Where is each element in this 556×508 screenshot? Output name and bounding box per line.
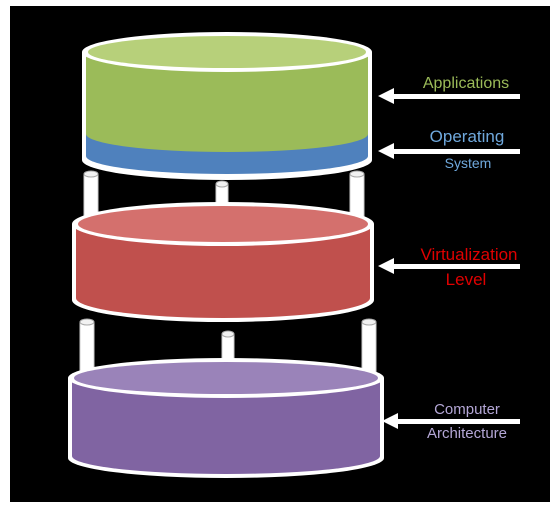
pillar-center-lower — [221, 333, 235, 361]
operating-label: Operating — [429, 127, 505, 146]
virtualization-label: Virtualization — [420, 245, 518, 264]
cylinder-virtualization — [72, 202, 374, 322]
virtualization-band — [76, 224, 370, 318]
level-label: Level — [445, 270, 487, 289]
applications-label: Applications — [422, 75, 510, 92]
cylinder-computer-architecture — [68, 358, 384, 478]
computer-architecture-top — [74, 362, 378, 394]
computer-label: Computer — [434, 401, 500, 418]
arrow-applications-icon — [378, 88, 520, 104]
connector-pillars-lower — [79, 318, 377, 375]
arrow-virtualization-icon — [378, 258, 520, 274]
applications-band — [86, 52, 368, 152]
system-label: System — [444, 155, 492, 171]
architecture-label: Architecture — [426, 425, 508, 442]
diagram-canvas: Applications Operating System Virtualiza… — [10, 6, 550, 502]
computer-architecture-band — [72, 378, 380, 474]
virtualization-top — [78, 206, 368, 242]
pillar-right-lower — [361, 321, 377, 375]
arrow-operating-system-icon — [378, 143, 520, 159]
applications-top — [88, 36, 366, 68]
cylinder-applications-os — [82, 32, 372, 180]
arrows — [378, 88, 520, 429]
pillar-left-lower — [79, 321, 95, 375]
diagram-svg — [10, 6, 550, 502]
arrow-computer-architecture-icon — [382, 413, 520, 429]
